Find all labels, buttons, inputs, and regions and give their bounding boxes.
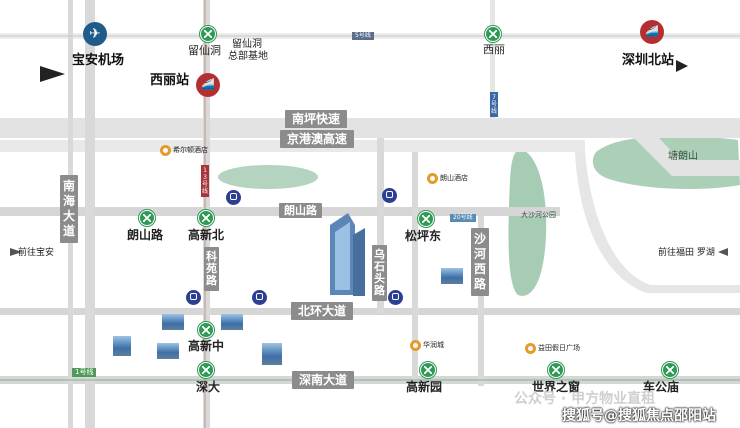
metro-label: 世界之窗 [532, 380, 581, 394]
left-arrow-icon [40, 66, 65, 82]
bus-stop-icon [226, 190, 241, 205]
line-tag: 1号线 [72, 368, 97, 377]
metro-icon [420, 362, 436, 378]
right-arrow-icon [676, 60, 688, 72]
airport-label: 宝安机场 [72, 53, 125, 68]
bus-stop-icon [382, 188, 397, 203]
small-park-shape [218, 165, 318, 189]
park-label: 大沙河公园 [521, 211, 556, 219]
place-label: 留仙洞 [232, 39, 262, 50]
road-label-shahe-west: 沙河西路 [471, 228, 489, 296]
metro-icon [200, 26, 216, 42]
metro-label: 深大 [196, 380, 221, 394]
line-tag: 20号线 [450, 214, 476, 222]
road-label-beihuan: 北环大道 [291, 302, 354, 320]
metro-label: 车公庙 [643, 380, 680, 394]
metro-icon [198, 322, 214, 338]
metro-label: 高新中 [188, 339, 225, 353]
metro-icon [662, 362, 678, 378]
shahe-park-shape [508, 150, 547, 296]
watermark-text: 搜狐号@搜狐焦点邵阳站 [562, 408, 716, 424]
mall-label: 益田假日广场 [538, 344, 580, 352]
road-label-nanhai: 南海大道 [60, 175, 78, 243]
building-thumbnail [441, 268, 463, 284]
mall-pin-icon [410, 340, 421, 351]
hotel-label: 希尔顿酒店 [173, 146, 208, 154]
building-thumbnail [262, 343, 282, 365]
road-label-kejiyuan: 科苑路 [204, 247, 219, 291]
metro-label: 留仙洞 [188, 44, 221, 57]
road-label-jinggang: 京港澳高速 [280, 130, 355, 148]
north-station-label: 深圳北站 [622, 53, 675, 68]
metro-label: 高新北 [188, 228, 225, 242]
metro-icon [548, 362, 564, 378]
metro-label: 西丽 [483, 43, 505, 56]
west-arrow-icon [10, 248, 22, 256]
hotel-label: 朗山酒店 [440, 174, 468, 182]
mall-pin-icon [525, 343, 536, 354]
bus-stop-icon [186, 290, 201, 305]
watermark-text: 公众号 · 甲方物业直租 [514, 391, 656, 407]
park-label: 塘朗山 [668, 151, 698, 162]
metro-label: 高新园 [406, 380, 443, 394]
road-label-langshan: 朗山路 [279, 203, 322, 218]
mall-label: 华润城 [423, 341, 444, 349]
building-thumbnail [221, 314, 243, 330]
bus-stop-icon [252, 290, 267, 305]
metro-icon [198, 210, 214, 226]
metro-icon [485, 26, 501, 42]
train-icon: 🚄 [640, 20, 664, 44]
airport-icon: ✈ [83, 22, 107, 46]
hotel-pin-icon [160, 145, 171, 156]
direction-label: 前往福田 罗湖 [658, 248, 715, 258]
metro-label: 朗山路 [127, 228, 164, 242]
building-thumbnail [157, 343, 179, 359]
metro-icon [418, 211, 434, 227]
place-label: 总部基地 [228, 51, 268, 62]
metro-icon [198, 362, 214, 378]
xili-station-label: 西丽站 [150, 73, 190, 88]
hotel-pin-icon [427, 173, 438, 184]
train-icon: 🚄 [196, 73, 220, 97]
road-label-nanping: 南坪快速 [285, 110, 348, 128]
line-tag: 5号线 [352, 32, 374, 40]
direction-label: 前往宝安 [18, 248, 55, 258]
road-label-wushitou: 乌石头路 [372, 245, 387, 301]
bus-stop-icon [388, 290, 403, 305]
metro-icon [139, 210, 155, 226]
building-thumbnail [162, 314, 184, 330]
building-thumbnail [113, 336, 131, 356]
metro-label: 松坪东 [405, 229, 442, 243]
road-label-shennan: 深南大道 [292, 371, 355, 389]
